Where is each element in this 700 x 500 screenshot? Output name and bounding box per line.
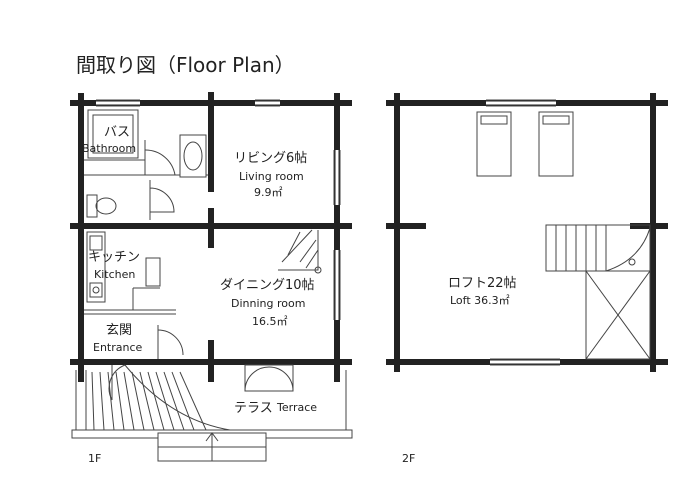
floor-label-1f: 1F <box>88 452 101 465</box>
room-label-dining-en: Dinning room <box>231 297 305 310</box>
bathroom-fixtures <box>84 109 208 220</box>
room-label-bathroom: Bathroom <box>82 142 136 155</box>
room-label-bath: バス <box>104 125 130 140</box>
room-area-living: 9.9㎡ <box>254 186 283 199</box>
room-label-kitchen-jp: キッチン <box>88 250 140 265</box>
fridge-icon <box>145 257 161 287</box>
room-label-terrace-en: Terrace <box>276 401 317 414</box>
bed-right-icon <box>538 111 574 177</box>
room-label-terrace-jp: テラス <box>234 401 273 416</box>
second-floor-stairs <box>545 224 651 360</box>
second-floor-plan: ロフト22帖 Loft 36.3㎡ 2F <box>386 93 668 465</box>
entrance-door-steps <box>85 364 231 431</box>
second-floor-windows <box>486 99 560 366</box>
first-floor-walls <box>70 92 352 382</box>
bed-left-icon <box>476 111 512 177</box>
first-floor-stairs <box>278 229 322 274</box>
room-label-kitchen-en: Kitchen <box>94 268 135 281</box>
room-label-living-en: Living room <box>239 170 304 183</box>
room-area-dining: 16.5㎡ <box>252 315 288 328</box>
toilet-tank-icon <box>86 194 98 218</box>
toilet-icon <box>95 197 117 215</box>
terrace-structure <box>71 364 353 462</box>
room-label-loft-jp: ロフト22帖 <box>448 276 517 291</box>
floor-label-2f: 2F <box>402 452 415 465</box>
first-floor-plan: バス Bathroom リビング6帖 Living room 9.9㎡ キッチン… <box>70 92 353 465</box>
bathtub-icon <box>87 109 139 159</box>
room-label-dining-jp: ダイニング10帖 <box>220 278 315 293</box>
first-floor-windows <box>96 99 341 320</box>
room-label-entrance-en: Entrance <box>93 341 143 354</box>
room-label-entrance-jp: 玄関 <box>106 323 132 338</box>
second-floor-walls <box>386 93 668 372</box>
kitchen-fixtures <box>84 231 184 359</box>
page-title: 間取り図（Floor Plan） <box>76 53 295 77</box>
room-label-living-jp: リビング6帖 <box>234 151 307 166</box>
room-area-loft: Loft 36.3㎡ <box>450 294 510 307</box>
